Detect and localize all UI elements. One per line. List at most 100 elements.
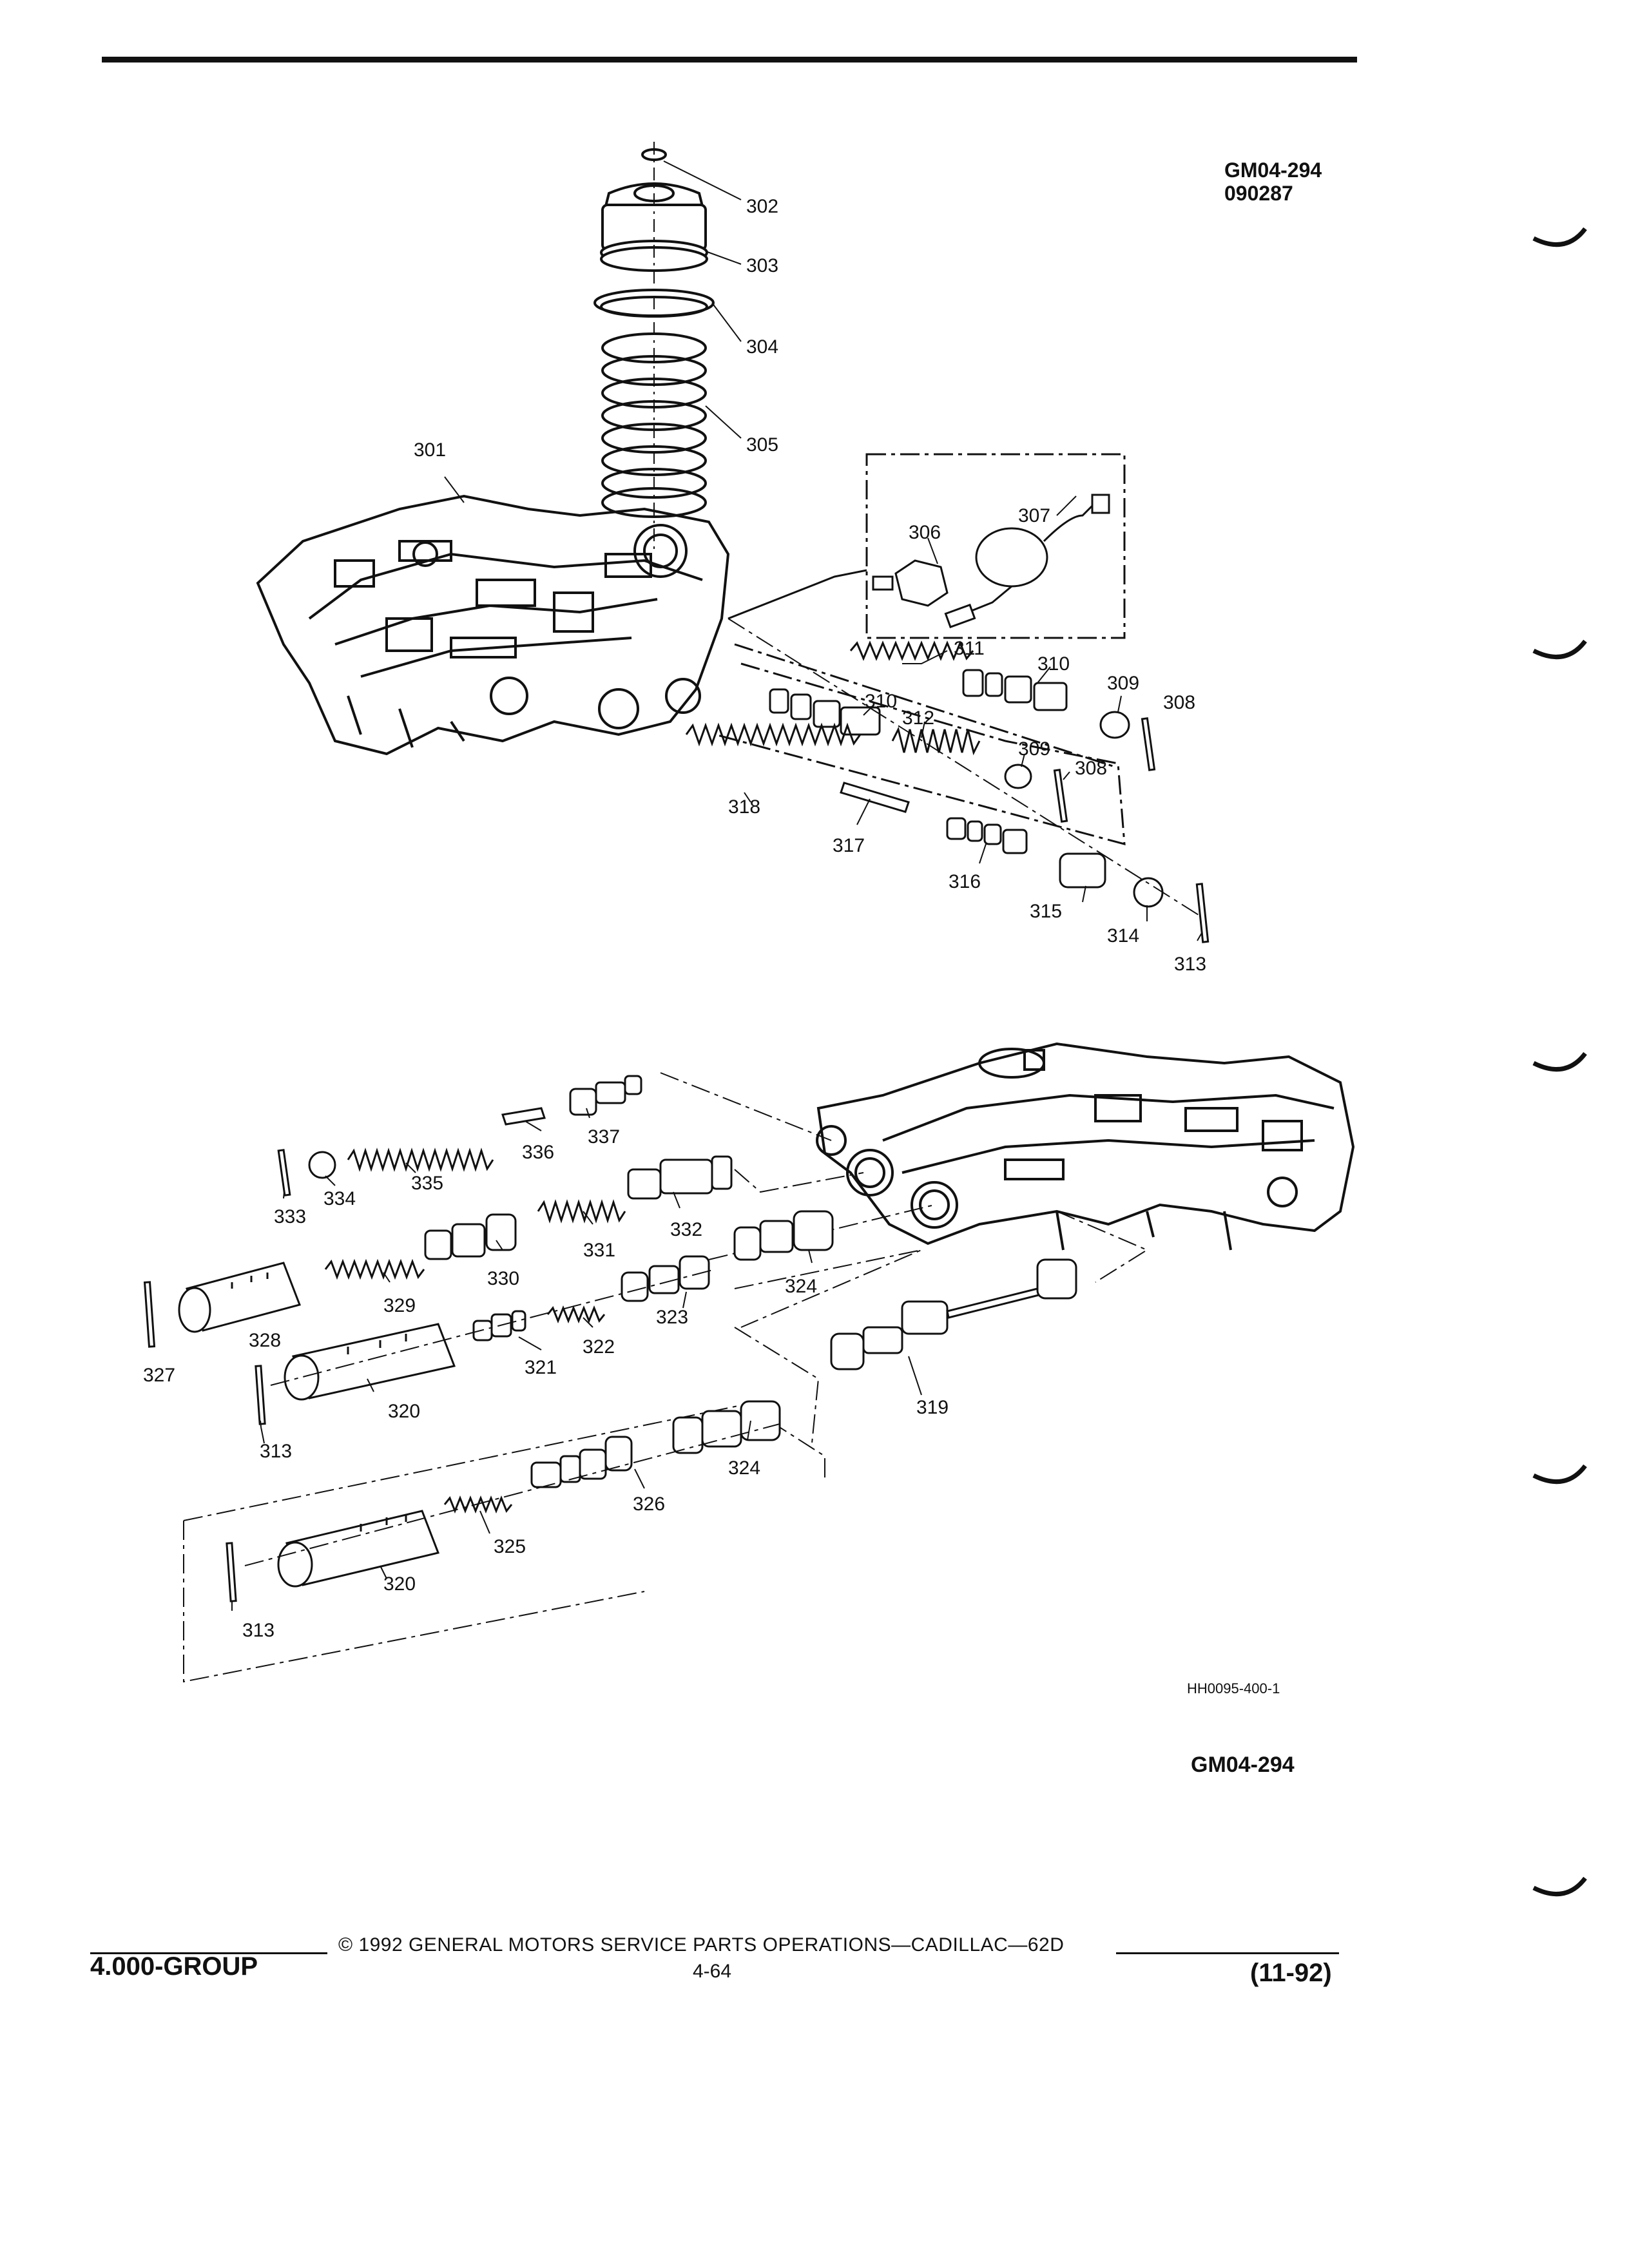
part-label: 304 — [746, 336, 778, 358]
part-label: 324 — [785, 1276, 817, 1297]
part-label: 314 — [1107, 925, 1139, 947]
part-label: 335 — [411, 1173, 443, 1194]
part-label: 319 — [916, 1397, 949, 1418]
part-label: 326 — [633, 1494, 665, 1515]
spring-322 — [546, 1305, 606, 1324]
part-label: 307 — [1018, 505, 1050, 526]
footer-group: 4.000-GROUP — [90, 1952, 258, 1981]
part-label: 331 — [583, 1240, 615, 1261]
footer-rule-left — [90, 1952, 327, 1954]
part-label: 317 — [833, 835, 865, 856]
part-label: 311 — [954, 638, 985, 659]
part-label: 329 — [383, 1295, 416, 1316]
spring-312 — [891, 726, 981, 756]
part-label: 308 — [1075, 758, 1107, 779]
valve-337 — [569, 1075, 642, 1116]
sleeve-328 — [178, 1262, 301, 1333]
spring-318 — [685, 722, 862, 747]
part-label: 325 — [494, 1536, 526, 1557]
footer-copyright: © 1992 GENERAL MOTORS SERVICE PARTS OPER… — [338, 1934, 1065, 1956]
valve-324-upper — [733, 1210, 834, 1261]
part-label: 305 — [746, 434, 778, 456]
solenoid-kit — [728, 453, 1126, 639]
spring-335 — [347, 1148, 494, 1172]
part-label: 330 — [487, 1268, 519, 1289]
part-label: 333 — [274, 1206, 306, 1227]
upper-valve-trains — [685, 618, 1210, 943]
part-label: 328 — [249, 1330, 281, 1351]
part-label: 312 — [902, 707, 934, 729]
part-label: 327 — [143, 1365, 175, 1386]
part-label: 308 — [1163, 692, 1195, 713]
plug-314 — [1133, 877, 1164, 908]
valve-332 — [627, 1155, 733, 1200]
pin-313-top — [1195, 883, 1210, 943]
pin-313-mid — [255, 1365, 266, 1425]
pin-308-upper — [1141, 717, 1156, 771]
part-label: 306 — [909, 522, 941, 543]
part-label: 321 — [525, 1357, 557, 1378]
part-label: 337 — [588, 1126, 620, 1148]
valve-330 — [424, 1213, 517, 1260]
plug-309-lower — [1004, 764, 1032, 789]
part-label: 313 — [260, 1441, 292, 1462]
pin-327 — [143, 1281, 156, 1348]
part-label: 303 — [746, 255, 778, 276]
lower-valve-trains — [143, 1072, 1149, 1683]
part-label: 310 — [865, 691, 897, 712]
valve-324-lower — [672, 1400, 781, 1454]
footer-rule-right — [1116, 1952, 1339, 1954]
valve-310-upper — [962, 669, 1068, 711]
valve-323 — [621, 1255, 710, 1302]
part-label: 302 — [746, 196, 778, 217]
pin-308-lower — [1053, 769, 1068, 823]
plug-334 — [308, 1151, 336, 1179]
part-label: 324 — [728, 1457, 760, 1479]
part-label: 315 — [1030, 901, 1062, 922]
part-label: 301 — [414, 439, 446, 461]
part-label: 318 — [728, 796, 760, 818]
valve-316 — [946, 817, 1028, 854]
rod-336 — [501, 1107, 546, 1126]
sleeve-320-upper — [284, 1323, 456, 1401]
part-label: 334 — [323, 1188, 356, 1209]
valve-310-lower — [769, 688, 881, 736]
leader-lines — [231, 160, 1202, 1611]
part-label: 336 — [522, 1142, 554, 1163]
rod-317 — [840, 782, 910, 813]
part-label: 316 — [949, 871, 981, 892]
figure-code-header: GM04-294 — [1224, 159, 1322, 182]
valve-319 — [830, 1258, 1077, 1370]
pin-333 — [277, 1149, 291, 1196]
figure-code-bottom: GM04-294 — [1191, 1753, 1295, 1777]
spring-329 — [324, 1258, 425, 1280]
spring-331 — [537, 1199, 626, 1224]
part-label: 310 — [1037, 653, 1070, 675]
valve-body-upper — [256, 494, 730, 756]
sleeve-320-lower — [277, 1510, 440, 1588]
figure-date-header: 090287 — [1224, 182, 1293, 205]
part-label: 313 — [242, 1620, 275, 1641]
footer-date-code: (11-92) — [1250, 1959, 1332, 1987]
valve-326 — [530, 1436, 633, 1488]
footer-page-number: 4-64 — [693, 1961, 732, 1982]
part-label: 323 — [656, 1307, 688, 1328]
part-label: 309 — [1107, 673, 1139, 694]
part-label: 320 — [388, 1401, 420, 1422]
top-rule — [102, 57, 1357, 62]
artwork-id: HH0095-400-1 — [1187, 1680, 1280, 1696]
part-label: 332 — [670, 1219, 702, 1240]
part-label: 322 — [583, 1336, 615, 1358]
sleeve-315 — [1059, 852, 1106, 889]
part-label: 309 — [1018, 738, 1050, 760]
part-label: 313 — [1174, 954, 1206, 975]
valve-body-lower — [816, 1042, 1355, 1251]
accumulator-stack — [593, 148, 715, 518]
plug-309-upper — [1099, 711, 1130, 739]
part-label: 320 — [383, 1573, 416, 1595]
part-labels: 302 303 304 305 301 306 307 311 310 309 … — [143, 196, 1206, 1641]
pin-313-bottom — [226, 1542, 237, 1602]
spring-311 — [849, 640, 974, 661]
